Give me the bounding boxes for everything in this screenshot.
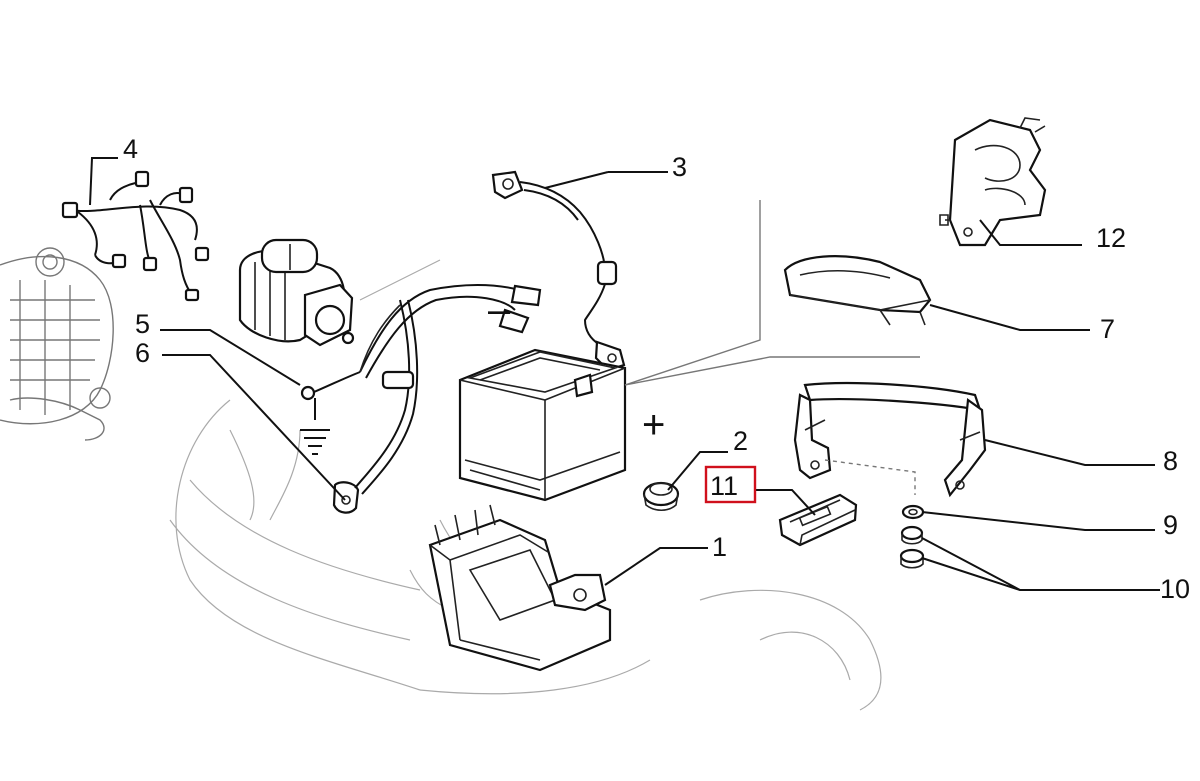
positive-terminal-symbol: + xyxy=(642,403,665,447)
part-2-bushing xyxy=(642,481,680,512)
callout-12: 12 xyxy=(1096,223,1126,253)
part-12-clip xyxy=(939,117,1047,247)
callout-10: 10 xyxy=(1160,574,1190,604)
callout-5: 5 xyxy=(135,309,150,339)
part-11-clamp xyxy=(778,493,858,547)
callout-2: 2 xyxy=(733,426,748,456)
callout-11-highlight-box xyxy=(704,465,757,504)
alternator-outline xyxy=(0,247,114,441)
part-1-battery-tray xyxy=(428,504,612,672)
part-8-bracket xyxy=(793,381,987,498)
negative-terminal-symbol: – xyxy=(488,288,511,332)
callout-7: 7 xyxy=(1100,314,1115,344)
leader-lines xyxy=(89,157,1160,591)
callout-3: 3 xyxy=(672,152,687,182)
part-4-wiring-harness xyxy=(61,170,210,302)
callout-6: 6 xyxy=(135,338,150,368)
starter-motor xyxy=(238,238,355,347)
battery-cable-harness xyxy=(354,284,542,495)
part-3-battery-cable xyxy=(491,170,626,372)
battery xyxy=(458,348,627,502)
reference-lines xyxy=(624,200,920,386)
part-9-10-washers xyxy=(899,504,925,569)
part-5-6-ground-leads xyxy=(300,371,361,514)
callout-9: 9 xyxy=(1163,510,1178,540)
callout-1: 1 xyxy=(712,532,727,562)
callout-8: 8 xyxy=(1163,446,1178,476)
part-7-cover xyxy=(783,255,932,326)
callout-11: 11 xyxy=(710,471,738,501)
callout-4: 4 xyxy=(123,134,138,164)
